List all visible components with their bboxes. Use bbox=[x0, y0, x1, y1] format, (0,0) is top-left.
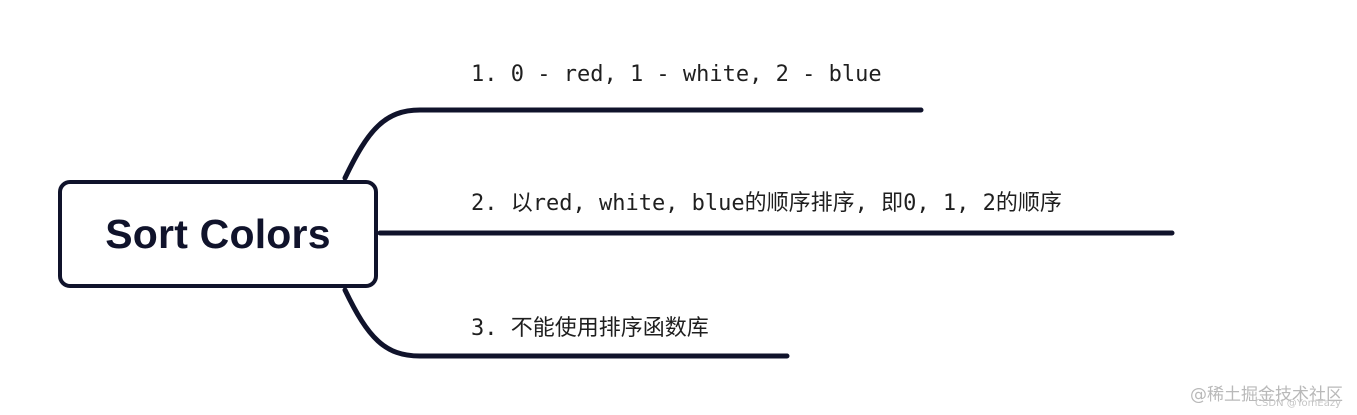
connector-branch-3 bbox=[342, 287, 790, 359]
branch-3-text[interactable]: 3. 不能使用排序函数库 bbox=[471, 316, 709, 341]
connector-branch-1 bbox=[342, 107, 924, 181]
watermark-text: @稀土掘金技术社区 bbox=[1190, 385, 1343, 405]
branch-1-text[interactable]: 1. 0 - red, 1 - white, 2 - blue bbox=[471, 62, 882, 87]
root-node-label: Sort Colors bbox=[105, 210, 331, 257]
watermark-subtext: CSDN @YomEazy bbox=[1255, 398, 1341, 409]
root-node[interactable]: Sort Colors bbox=[58, 180, 378, 288]
branch-2-text[interactable]: 2. 以red, white, blue的顺序排序, 即0, 1, 2的顺序 bbox=[471, 191, 1062, 216]
